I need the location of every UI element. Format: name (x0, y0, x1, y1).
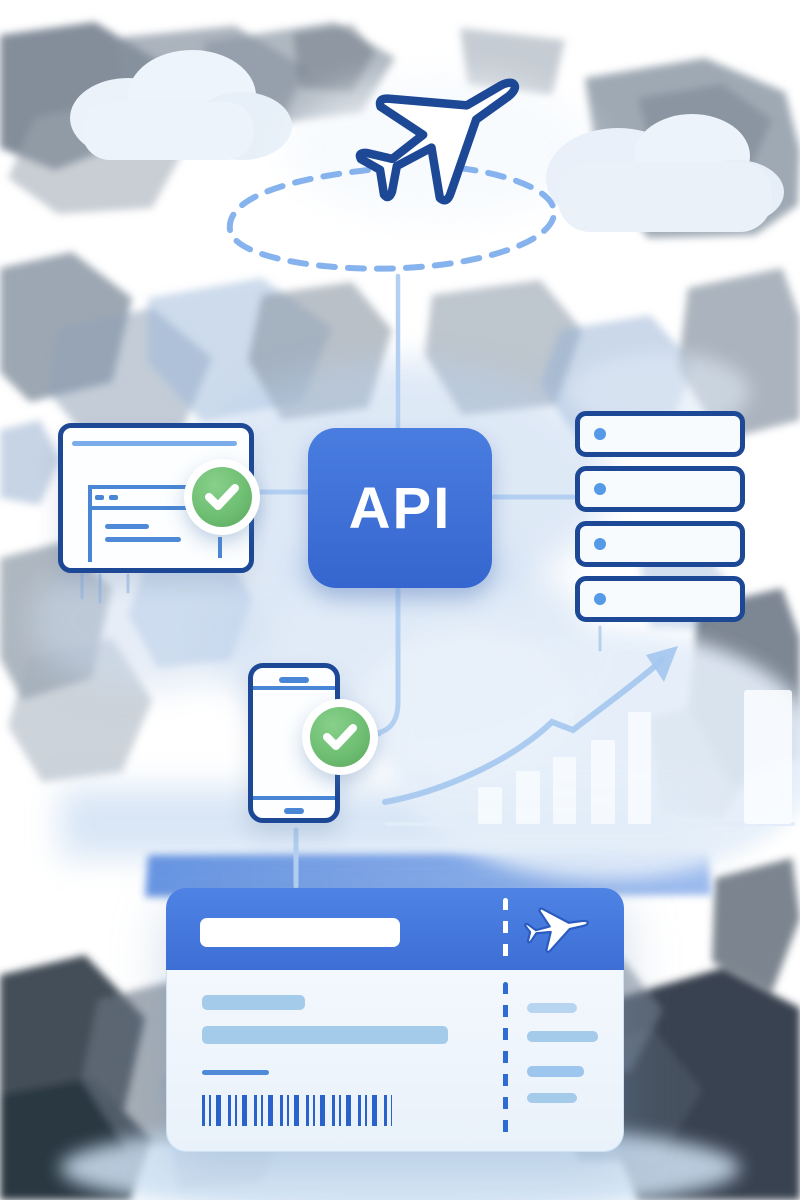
server-row (575, 466, 745, 512)
phone-speaker (279, 677, 309, 683)
server-led-dot (594, 538, 606, 550)
phone-screen-top-line (253, 686, 335, 690)
ticket-field-placeholder (202, 1026, 448, 1044)
success-check-badge (302, 699, 378, 775)
dashed-flight-path (226, 163, 558, 272)
text-placeholder-line (105, 524, 149, 529)
server-row (575, 576, 745, 622)
ticket-title-placeholder (200, 918, 400, 947)
checkmark-icon (192, 467, 252, 527)
perforation-line (503, 982, 508, 1134)
server-led-dot (594, 593, 606, 605)
chart-bars (478, 690, 792, 824)
browser-inner-window-edge (218, 537, 222, 558)
api-label: API (348, 475, 452, 541)
growth-chart-icon (382, 646, 795, 826)
smartphone-icon (248, 663, 378, 823)
success-check-badge (184, 459, 260, 535)
server-led-dot (594, 428, 606, 440)
browser-inner-titlebar (92, 489, 244, 510)
trend-line (382, 657, 665, 805)
boarding-pass-icon (166, 888, 624, 1152)
trend-arrowhead (646, 646, 678, 682)
server-led-dot (594, 483, 606, 495)
ticket-stub-field-placeholder (527, 1031, 598, 1042)
ticket-airplane-icon (522, 900, 592, 961)
barcode-icon (202, 1095, 392, 1126)
checkmark-icon (310, 707, 370, 767)
ticket-link-line (202, 1070, 269, 1075)
connector-lines (80, 273, 602, 889)
ticket-stub-field-placeholder (527, 1093, 577, 1103)
browser-window-icon (58, 423, 260, 573)
ticket-stub-field-placeholder (527, 1003, 577, 1013)
server-row (575, 411, 745, 457)
cloud-icon (70, 50, 292, 160)
browser-inner-window (88, 485, 244, 562)
perforation-line (503, 898, 508, 962)
drip-lines (80, 573, 602, 652)
phone-screen-bottom-line (253, 796, 335, 800)
browser-address-bar (72, 441, 237, 446)
airplane-icon (355, 78, 520, 205)
ticket-field-placeholder (202, 995, 305, 1010)
api-box: API (308, 428, 492, 588)
text-placeholder-line (105, 537, 181, 542)
server-stack-icon (575, 411, 745, 631)
phone-home-button (284, 808, 304, 814)
cloud-icon (360, 630, 580, 780)
server-row (575, 521, 745, 567)
ticket-stub-field-placeholder (527, 1066, 584, 1077)
cloud-icon (546, 114, 784, 232)
window-control-dot (109, 495, 118, 500)
window-control-dot (95, 495, 104, 500)
